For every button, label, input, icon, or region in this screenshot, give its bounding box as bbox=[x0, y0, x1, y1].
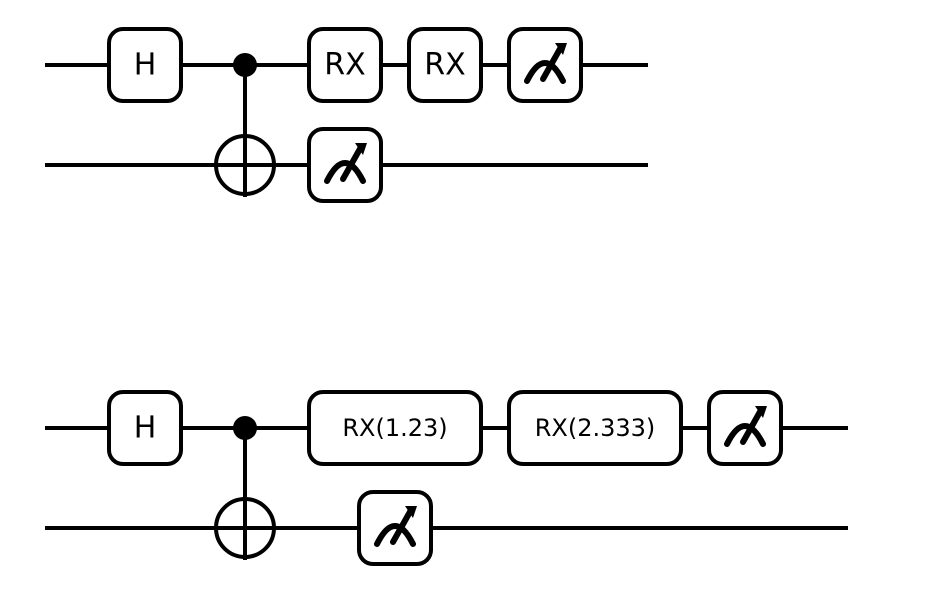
rx-gate-1-label: RX bbox=[324, 48, 365, 83]
rx-gate-2: RX(2.333) bbox=[507, 390, 683, 466]
rx-gate-1-label: RX(1.23) bbox=[342, 414, 447, 442]
circuit-1: H RX RX bbox=[45, 27, 648, 203]
rx-gate-1: RX bbox=[307, 27, 383, 103]
measure-icon bbox=[324, 143, 367, 184]
measure-icon bbox=[374, 506, 417, 547]
measure-gate-1-1 bbox=[307, 127, 383, 203]
rx-gate-2-label: RX bbox=[424, 48, 465, 83]
cnot-target-circle bbox=[214, 497, 276, 559]
measure-gate-2-0 bbox=[707, 390, 783, 466]
measure-icon bbox=[724, 406, 767, 447]
measure-icon bbox=[524, 43, 567, 84]
rx-gate-2: RX bbox=[407, 27, 483, 103]
cnot-control-dot bbox=[233, 416, 257, 440]
cnot-control-dot bbox=[233, 53, 257, 77]
measure-gate-2-1 bbox=[357, 490, 433, 566]
circuit-2: H RX(1.23) RX(2.333) bbox=[45, 390, 848, 566]
h-gate-label: H bbox=[134, 48, 157, 83]
cnot-gate bbox=[214, 53, 276, 197]
cnot-gate bbox=[214, 416, 276, 560]
cnot-target-circle bbox=[214, 134, 276, 196]
rx-gate-2-label: RX(2.333) bbox=[535, 414, 656, 442]
h-gate: H bbox=[107, 390, 183, 466]
h-gate-label: H bbox=[134, 411, 157, 446]
measure-gate-1-0 bbox=[507, 27, 583, 103]
rx-gate-1: RX(1.23) bbox=[307, 390, 483, 466]
h-gate: H bbox=[107, 27, 183, 103]
